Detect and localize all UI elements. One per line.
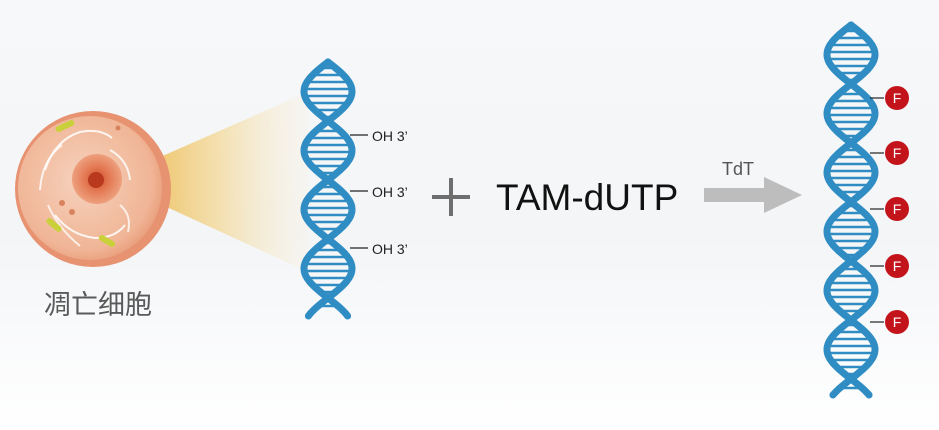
fluorescent-tag-icon <box>885 86 909 110</box>
oh-3-end-label: OH 3’ <box>372 184 408 200</box>
fluorescent-tag-icon <box>885 310 909 334</box>
reaction-arrow-icon <box>704 177 802 213</box>
fluorescent-tag-icon <box>885 254 909 278</box>
dna-helix-right-labeled: F F F F F <box>823 21 909 399</box>
fluorescent-tag-letter: F <box>893 258 902 274</box>
oh-3-end-label: OH 3’ <box>372 128 408 144</box>
fluorescent-tag-icon <box>885 141 909 165</box>
dna-backbone-strand <box>300 58 356 320</box>
dna-helix-left <box>300 58 368 320</box>
fluorescent-tag-letter: F <box>893 145 902 161</box>
fluorescent-tag-letter: F <box>893 314 902 330</box>
apoptotic-cell-label: 凋亡细胞 <box>44 290 152 321</box>
dna-backbone-strand <box>823 21 879 399</box>
enzyme-label: TdT <box>722 159 755 179</box>
zoom-beam <box>108 92 308 272</box>
apoptotic-cell-icon <box>15 111 171 267</box>
reagent-label: TAM-dUTP <box>496 177 679 218</box>
fluorescent-tag-icon <box>885 197 909 221</box>
plus-icon <box>432 178 470 216</box>
fluorescent-tag-letter: F <box>893 90 902 106</box>
dna-backbone-strand <box>823 21 879 399</box>
fluorescent-tag-letter: F <box>893 201 902 217</box>
oh-3-end-label: OH 3’ <box>372 241 408 257</box>
dna-backbone-strand <box>300 58 356 320</box>
